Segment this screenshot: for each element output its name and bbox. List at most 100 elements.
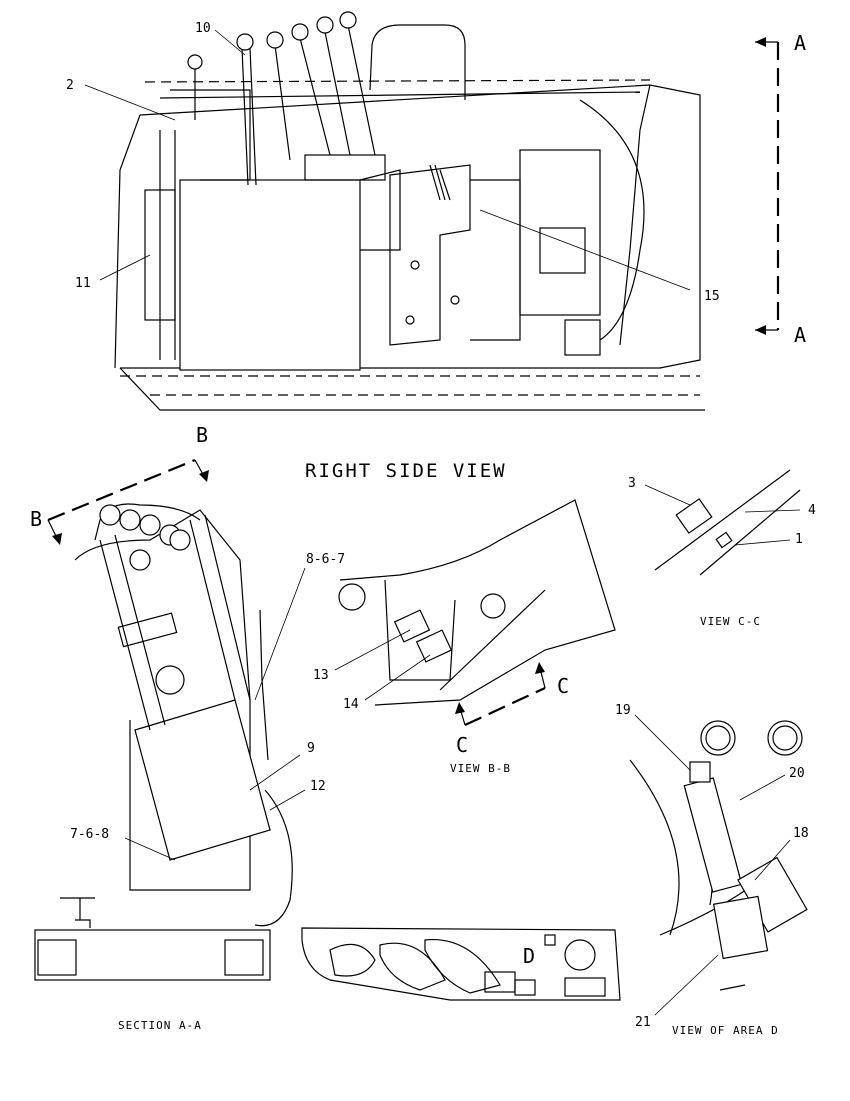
callout-21: 21 bbox=[635, 1015, 651, 1030]
module-21 bbox=[712, 895, 769, 960]
gauge bbox=[564, 939, 596, 971]
gauge-right-inner bbox=[772, 725, 798, 751]
nut-1 bbox=[715, 531, 733, 549]
callout-20: 20 bbox=[789, 766, 805, 781]
leader-4 bbox=[744, 509, 801, 513]
lever bbox=[299, 37, 331, 156]
control-plate bbox=[117, 612, 178, 648]
rod bbox=[259, 609, 269, 761]
hidden-line-top bbox=[144, 79, 651, 83]
lever-knob bbox=[339, 11, 357, 29]
switch-3 bbox=[675, 498, 713, 534]
pivot bbox=[155, 665, 185, 695]
console-box bbox=[179, 179, 361, 371]
console-side bbox=[359, 169, 401, 251]
section-marker-c-left: C bbox=[456, 733, 468, 757]
view-of-area-d: 19 20 18 21 VIEW OF AREA D bbox=[615, 703, 809, 1037]
bolt bbox=[405, 315, 415, 325]
roof-rail bbox=[159, 91, 641, 99]
leader-12 bbox=[269, 789, 306, 811]
title-view-of-area-d: VIEW OF AREA D bbox=[672, 1024, 779, 1037]
lever-knob bbox=[99, 504, 121, 526]
connector-block bbox=[564, 319, 601, 356]
spring bbox=[429, 164, 451, 201]
arrow-head bbox=[52, 533, 62, 545]
arrow-head bbox=[199, 470, 209, 482]
area-d-marker: D bbox=[523, 944, 535, 968]
indicator bbox=[564, 977, 606, 997]
base-foot bbox=[37, 939, 77, 976]
title-view-c-c: VIEW C-C bbox=[700, 615, 761, 628]
leader-7-6-8 bbox=[124, 837, 176, 861]
hole bbox=[338, 583, 366, 611]
lever bbox=[347, 24, 376, 156]
leader-21 bbox=[654, 954, 719, 1016]
title-section-a-a: SECTION A-A bbox=[118, 1019, 202, 1032]
gauge-left-inner bbox=[705, 725, 731, 751]
callout-8-6-7: 8-6-7 bbox=[306, 552, 345, 567]
callout-7-6-8: 7-6-8 bbox=[70, 827, 109, 842]
section-b-cut-line bbox=[47, 458, 196, 522]
callout-18: 18 bbox=[793, 826, 809, 841]
lever-knob bbox=[291, 23, 309, 41]
arrow-head bbox=[455, 702, 465, 714]
lever bbox=[241, 47, 257, 186]
leader-10 bbox=[214, 29, 246, 56]
switch-13 bbox=[393, 609, 431, 643]
leader-11 bbox=[99, 254, 151, 281]
cab-floor bbox=[119, 367, 705, 411]
callout-19: 19 bbox=[615, 703, 631, 718]
callout-4: 4 bbox=[808, 503, 816, 518]
harness bbox=[579, 99, 645, 341]
callout-2: 2 bbox=[66, 78, 74, 93]
view-b-outline bbox=[339, 499, 616, 706]
console-arm-rear bbox=[189, 514, 251, 701]
leader-13 bbox=[334, 629, 411, 671]
hole bbox=[480, 593, 506, 619]
panel-recess bbox=[329, 943, 376, 977]
cable bbox=[254, 789, 293, 927]
section-marker-b-top: B bbox=[196, 423, 208, 447]
lever bbox=[274, 44, 291, 161]
leader-18 bbox=[754, 839, 791, 881]
leader-19 bbox=[634, 714, 691, 771]
area-d-panel: D bbox=[301, 927, 621, 1001]
indicator bbox=[544, 934, 556, 946]
arrow-head bbox=[755, 37, 766, 47]
view-c-c: 3 4 1 VIEW C-C bbox=[628, 469, 816, 628]
switch-bank-20 bbox=[683, 777, 743, 893]
title-view-b-b: VIEW B-B bbox=[450, 762, 511, 775]
relay-box bbox=[539, 227, 586, 274]
support-rods bbox=[159, 130, 176, 360]
callout-11: 11 bbox=[75, 276, 91, 291]
lever-knob bbox=[316, 16, 334, 34]
callout-1: 1 bbox=[795, 532, 803, 547]
view-b-b: C C 13 14 VIEW B-B bbox=[313, 499, 616, 775]
gauge-left bbox=[700, 720, 736, 756]
panel-outline bbox=[301, 927, 621, 1001]
control-levers bbox=[187, 11, 376, 186]
cab-front-edge bbox=[114, 114, 141, 369]
callout-15: 15 bbox=[704, 289, 720, 304]
side-panel bbox=[519, 149, 601, 316]
switch-block bbox=[514, 979, 536, 996]
leader-9 bbox=[249, 754, 301, 791]
slot-rail bbox=[439, 589, 546, 691]
lever-knob bbox=[236, 33, 254, 51]
base-foot bbox=[224, 939, 264, 976]
leader-15 bbox=[479, 209, 691, 291]
callout-9: 9 bbox=[307, 741, 315, 756]
arrow-head bbox=[755, 325, 766, 335]
right-side-view: 2 10 11 15 A A RIGHT SIDE VIEW bbox=[66, 11, 806, 482]
leader-1 bbox=[734, 539, 791, 546]
base-frame bbox=[34, 929, 271, 981]
leader-3 bbox=[644, 484, 691, 506]
lever-knob bbox=[129, 549, 151, 571]
inner-panel bbox=[384, 579, 456, 681]
pedal bbox=[60, 897, 95, 928]
plate-edge bbox=[654, 469, 791, 571]
plate-edge bbox=[699, 489, 801, 576]
lever-knob bbox=[119, 509, 141, 531]
